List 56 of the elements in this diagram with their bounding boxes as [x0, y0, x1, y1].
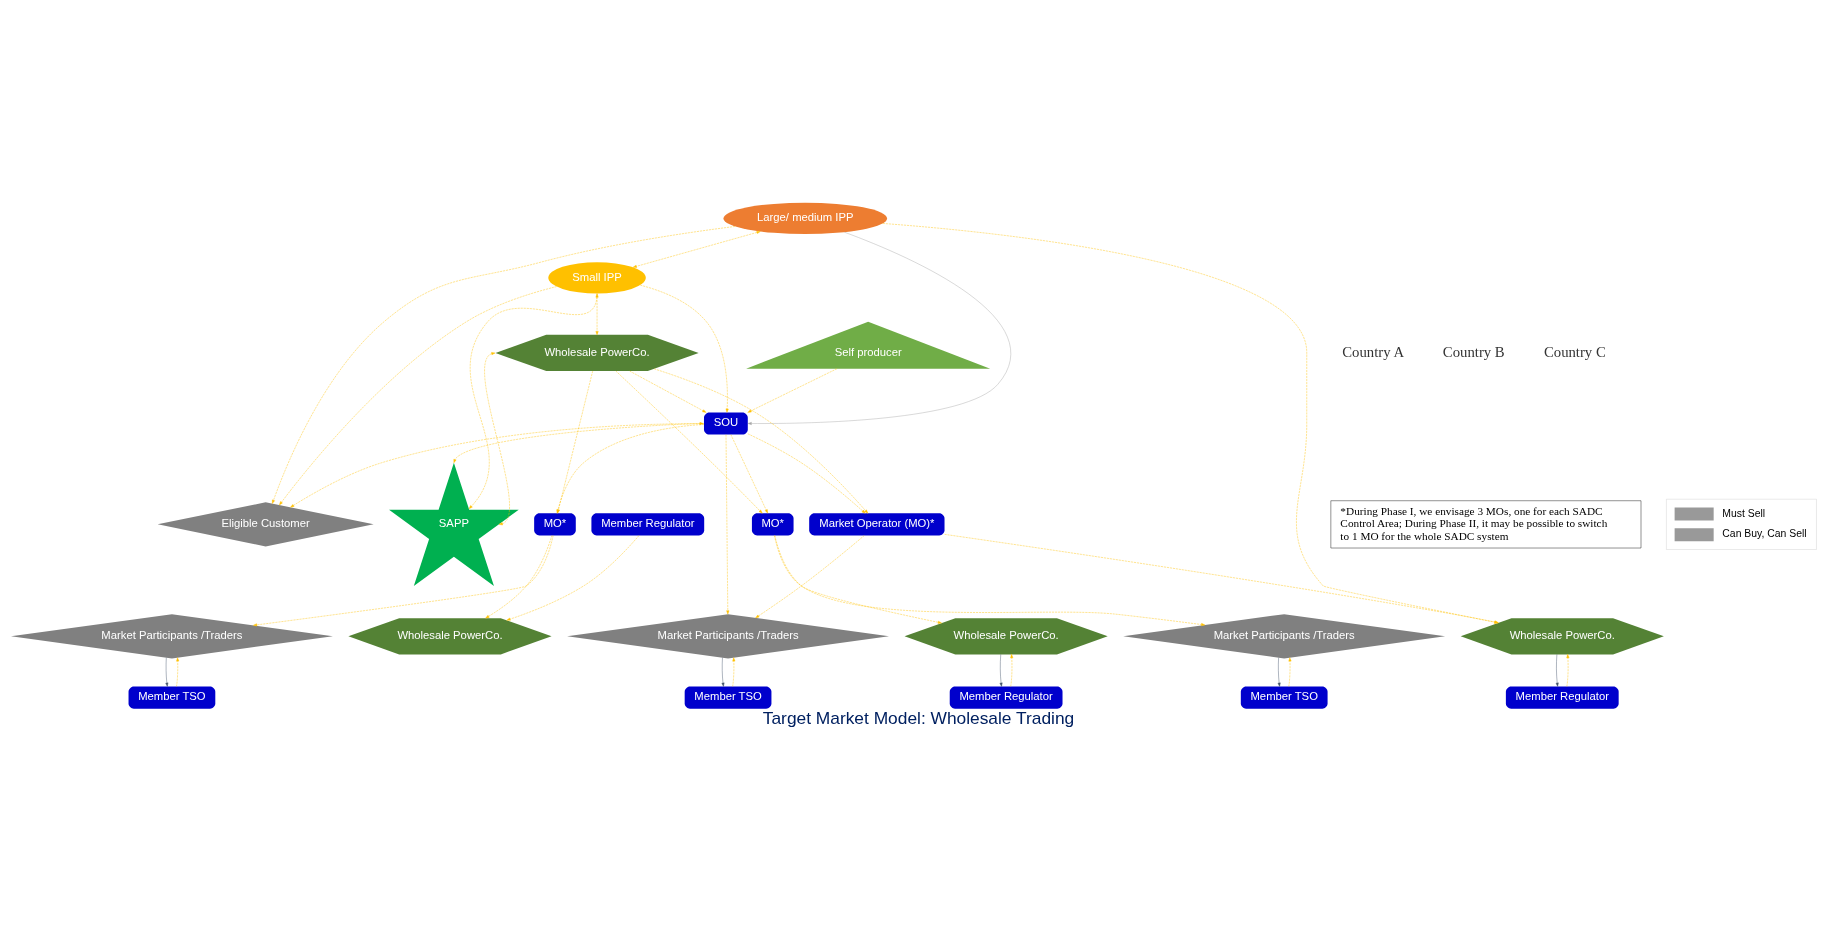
arrow: [747, 231, 1012, 425]
arrow: [615, 370, 763, 514]
node-box: Market Operator (MO)*: [809, 513, 945, 536]
arrow: [290, 423, 705, 508]
arrow: [944, 534, 1499, 624]
node-box: Member Regulator: [1505, 686, 1619, 709]
arrow: [999, 654, 1003, 687]
node-diamond: Market Participants /Traders: [10, 614, 333, 659]
label: Country A: [1342, 343, 1405, 360]
node-box: Member TSO: [128, 686, 216, 709]
node-box: Member Regulator: [591, 513, 705, 536]
label: Country C: [1543, 343, 1606, 360]
arrow: [279, 286, 557, 506]
arrow: [484, 352, 510, 526]
node-box: SOU: [704, 412, 748, 435]
arrow: [774, 535, 942, 624]
node-box: MO*: [534, 513, 576, 536]
arrow: [774, 535, 1206, 626]
arrow: [654, 368, 869, 514]
node-box: MO*: [751, 513, 794, 536]
legend-label: Must Sell: [1722, 507, 1766, 519]
arrow: [253, 535, 554, 627]
arrow: [1288, 657, 1292, 687]
arrow: [272, 226, 736, 504]
arrow: [165, 657, 169, 687]
arrow: [1010, 654, 1014, 687]
arrow: [721, 657, 725, 687]
legend-label: Can Buy, Can Sell: [1722, 528, 1807, 540]
arrow: [556, 424, 705, 514]
node-box: Member Regulator: [949, 686, 1063, 709]
arrow: [747, 433, 866, 514]
arrow: [557, 371, 593, 514]
arrow: [485, 535, 553, 619]
arrow: [640, 284, 729, 413]
label: *During Phase I, we envisage 3 MOs, one for each SADC Control Area; During Phase II, it may be possible to switch to 1 MO for the whole SADC system: [1340, 504, 1608, 542]
arrow: [730, 434, 768, 514]
arrow: [629, 370, 707, 413]
arrow: [755, 535, 865, 619]
arrow: [1555, 654, 1559, 687]
arrow: [468, 293, 598, 509]
arrow: [506, 535, 640, 621]
diagram-title: Target Market Model: Wholesale Trading: [762, 708, 1075, 729]
node-diamond: Market Participants /Traders: [1123, 614, 1446, 659]
arrow: [732, 657, 736, 687]
label: Country B: [1442, 343, 1505, 360]
arrow: [595, 293, 599, 336]
arrow: [725, 434, 730, 615]
arrow: [176, 657, 180, 687]
arrow: [747, 368, 838, 413]
arrow: [453, 422, 704, 463]
arrow: [882, 223, 1499, 624]
node-box: Member TSO: [1240, 686, 1328, 709]
arrow: [1566, 654, 1570, 687]
arrow: [1277, 657, 1281, 687]
node-box: Member TSO: [684, 686, 772, 709]
arrow: [632, 231, 761, 268]
